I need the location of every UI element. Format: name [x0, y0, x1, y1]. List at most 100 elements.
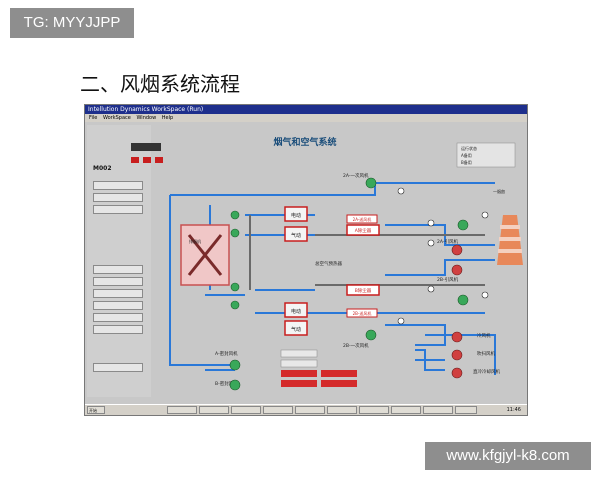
valve-icon-3: [230, 282, 240, 292]
chimney-icon: [497, 215, 523, 265]
task-5[interactable]: [295, 406, 325, 414]
fan-2a-icon: [365, 177, 377, 189]
menu-workspace[interactable]: WorkSpace: [102, 115, 131, 121]
blow-fan-label: 吹扫风机: [477, 350, 495, 357]
exhaust-label: 排烟机: [189, 238, 201, 244]
nav-button-1[interactable]: [93, 181, 143, 190]
status-indicator-2: [143, 157, 151, 163]
scada-window: Intellution Dynamics WorkSpace (Run) Fil…: [84, 104, 528, 416]
unit-code: M002: [93, 165, 112, 172]
valve-circle-3: [427, 239, 435, 247]
valve-circle-1: [397, 187, 405, 195]
boiler-symbol: [187, 234, 223, 276]
diagram-title: 烟气和空气系统: [273, 136, 336, 148]
air-a-label: 2A-送风机: [353, 216, 372, 222]
pneu-label-bottom: 气动: [291, 326, 301, 333]
control-block-3: [321, 370, 357, 377]
valve-circle-7: [481, 291, 489, 299]
legend-box: [456, 142, 516, 168]
elec-box-bottom: [284, 302, 308, 318]
nav-button-7[interactable]: [93, 301, 143, 310]
nav-button-9[interactable]: [93, 325, 143, 334]
induced-2b-label: 2B-引风机: [437, 276, 459, 283]
task-7[interactable]: [359, 406, 389, 414]
valve-circle-6: [481, 211, 489, 219]
task-1[interactable]: [167, 406, 197, 414]
mill-fan-b-icon: [229, 379, 241, 391]
dust-a-label: A除尘器: [355, 227, 372, 234]
menu-help[interactable]: Help: [161, 115, 174, 121]
task-2[interactable]: [199, 406, 229, 414]
site-watermark: www.kfgjyl-k8.com: [425, 442, 591, 470]
induced-fan-2a-icon: [457, 219, 469, 231]
pneu-box-top: [284, 226, 308, 242]
flow-diagram: 烟气和空气系统 运行状态 A备用 B备用: [131, 136, 523, 391]
status-indicator-3: [155, 157, 163, 163]
taskbar-clock: 11:46: [506, 407, 521, 413]
task-6[interactable]: [327, 406, 357, 414]
valve-icon-1: [230, 210, 240, 220]
status-indicator-1: [131, 157, 139, 163]
nav-button-10[interactable]: [93, 363, 143, 372]
control-block-6: [280, 359, 318, 368]
mill-b-label: B-密封风机: [215, 380, 238, 387]
cooling-fan-icon: [451, 367, 463, 379]
valve-circle-2: [427, 219, 435, 227]
nav-button-6[interactable]: [93, 289, 143, 298]
menu-file[interactable]: File: [89, 115, 98, 121]
task-9[interactable]: [423, 406, 453, 414]
valve-icon-4: [230, 300, 240, 310]
control-block-4: [321, 380, 357, 387]
damper-fan-b-icon: [451, 264, 463, 276]
tg-badge: TG: MYYJJPP: [10, 8, 134, 38]
page-heading: 二、风烟系统流程: [80, 72, 240, 96]
task-10[interactable]: [455, 406, 477, 414]
task-3[interactable]: [231, 406, 261, 414]
fan-2a-label: 2A-一次风机: [343, 172, 369, 179]
pneu-box-bottom: [284, 320, 308, 336]
mill-fan-a-icon: [229, 359, 241, 371]
air-fan-b-box: [346, 308, 378, 318]
damper-fan-a-icon: [451, 244, 463, 256]
task-4[interactable]: [263, 406, 293, 414]
valve-icon-2: [230, 228, 240, 238]
induced-2a-label: 2A-引风机: [437, 238, 458, 245]
pneu-label-top: 气动: [291, 232, 301, 239]
air-heater-label: 总空气预热器: [315, 260, 342, 267]
dust-collector-a: [346, 224, 380, 236]
legend-a: 运行状态: [461, 145, 477, 151]
mill-a-label: A-密封风机: [215, 350, 238, 357]
nav-button-5[interactable]: [93, 277, 143, 286]
cooling-fan-label: 直冷冷却风机: [473, 368, 500, 375]
left-nav-panel: M002: [87, 125, 151, 397]
menu-window[interactable]: Window: [136, 115, 157, 121]
cold-fan-label: 冷风机: [477, 332, 491, 339]
control-block-5: [280, 349, 318, 358]
elec-label-bottom: 电动: [291, 308, 301, 315]
chimney-label: 一烟囱: [493, 188, 505, 194]
dust-b-label: B除尘器: [355, 287, 372, 294]
nav-button-2[interactable]: [93, 193, 143, 202]
nav-button-4[interactable]: [93, 265, 143, 274]
legend-c: B备用: [461, 159, 472, 165]
dust-collector-b: [346, 284, 380, 296]
taskbar: 开始 11:46: [85, 404, 527, 415]
legend-b: A备用: [461, 152, 472, 158]
window-titlebar: Intellution Dynamics WorkSpace (Run): [85, 105, 527, 114]
nav-button-8[interactable]: [93, 313, 143, 322]
control-block-1: [281, 370, 317, 377]
elec-label-top: 电动: [291, 212, 301, 219]
air-fan-a-box: [346, 214, 378, 224]
status-header-box: [131, 143, 161, 151]
cold-fan-icon: [451, 331, 463, 343]
window-menubar: File WorkSpace Window Help: [85, 114, 527, 122]
start-button[interactable]: 开始: [87, 406, 105, 414]
induced-fan-2b-icon: [457, 294, 469, 306]
valve-circle-5: [397, 317, 405, 325]
blow-fan-icon: [451, 349, 463, 361]
air-b-label: 2B-送风机: [353, 310, 372, 316]
fan-2b-icon: [365, 329, 377, 341]
task-8[interactable]: [391, 406, 421, 414]
valve-circle-4: [427, 285, 435, 293]
nav-button-3[interactable]: [93, 205, 143, 214]
